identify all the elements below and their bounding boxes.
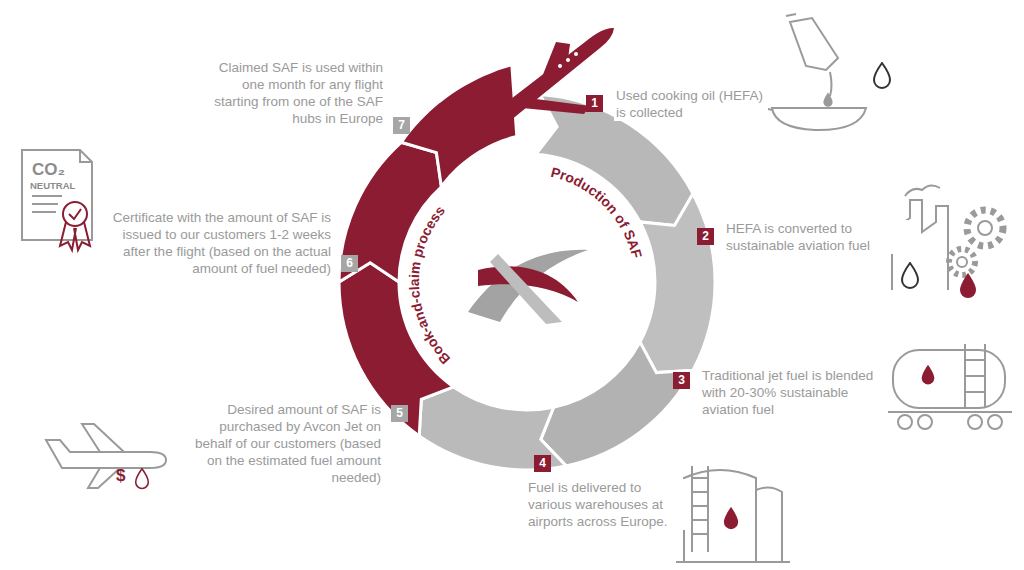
tank-car-icon [918,415,932,429]
plane-windows [574,52,578,56]
ring-segment [339,142,441,282]
currency-sign: $ [116,466,125,486]
certificate-icon [32,211,56,213]
certificate-text: NEUTRAL [30,180,75,191]
refinery-icon [960,273,976,298]
center-logo [490,254,562,324]
step-text: Desired amount of SAF is purchased by Av… [191,401,383,486]
certificate-icon [69,209,81,219]
certificate-icon [32,195,62,197]
tank-car-icon [893,350,1005,408]
section-label: Book-and-claim process [406,202,453,367]
refinery-icon [967,210,1003,246]
callout-number: 3 [673,372,690,389]
refinery-icon [949,249,975,275]
certificate-text: CO₂ [32,160,65,180]
jet-plane [452,97,488,128]
refinery-icon [905,185,940,196]
plane-windows [566,58,570,62]
certificate-icon [32,203,58,205]
section-label: Production of SAF [549,164,645,260]
step-box: 6Certificate with the amount of SAF is i… [341,255,358,272]
ring-segment [640,194,715,373]
storage-tank-icon [724,507,738,529]
callout-number: 5 [391,405,408,422]
step-text: Claimed SAF is used within one month for… [195,59,385,127]
certificate-icon [22,150,92,250]
tank-car-icon [888,344,1012,429]
oil-pan-icon [790,18,838,70]
purchase-plane-icon [46,424,166,488]
storage-tank-icon [676,466,790,562]
purchase-plane-icon [82,424,124,452]
callout-number: 4 [534,455,551,472]
callout-number: 6 [341,255,358,272]
refinery-icon [978,221,992,235]
oil-pan-icon [772,108,866,130]
tank-car-icon [965,344,985,408]
jet-plane [440,28,614,146]
tank-car-icon [988,415,1002,429]
purchase-plane-icon [136,469,149,489]
step-box: 1Used cooking oil (HEFA) is collected [586,95,603,112]
callout-number: 1 [586,95,603,112]
jet-plane [540,42,570,82]
step-text: HEFA is converted to sustainable aviatio… [724,220,908,254]
certificate-icon [22,150,92,240]
purchase-plane-icon [46,440,166,468]
tank-car-icon [968,415,982,429]
step-box: 7Claimed SAF is used within one month fo… [393,117,410,134]
tank-car-icon [898,415,912,429]
step-text: Fuel is delivered to various warehouses … [526,479,690,530]
tank-car-icon [922,365,935,385]
refinery-icon [902,263,918,288]
plane-windows [558,52,578,68]
step-text: Used cooking oil (HEFA) is collected [614,87,768,121]
storage-tank-icon [684,470,756,562]
certificate-icon [63,202,87,226]
step-box: 5Desired amount of SAF is purchased by A… [391,405,408,422]
plane-windows [558,64,562,68]
step-box: 2HEFA is converted to sustainable aviati… [697,228,714,245]
step-box: 4Fuel is delivered to various warehouses… [534,455,551,472]
refinery-icon [892,185,1003,298]
step-text: Traditional jet fuel is blended with 20-… [700,367,886,418]
process-ring [339,65,715,471]
jet-plane [522,98,590,114]
tank-car-icon [888,411,1012,413]
oil-pan-icon [874,63,890,88]
oil-pan-icon [823,93,832,107]
oil-pan-icon [786,14,796,16]
oil-pan-icon [830,72,832,96]
callout-number: 2 [697,228,714,245]
refinery-icon [957,257,967,267]
ring-segment [541,342,693,466]
section-label: Book-and-claim process [406,202,453,367]
callout-number: 7 [393,117,410,134]
storage-tank-icon [756,487,782,562]
purchase-plane-icon [88,468,120,488]
curved-labels: Production of SAF Book-and-claim process [406,164,645,368]
jet-plane [440,133,478,146]
step-box: 3Traditional jet fuel is blended with 20… [673,372,690,389]
certificate-icon [80,150,92,162]
jet-plane [468,28,614,142]
section-label: Production of SAF [549,164,645,260]
storage-tank-icon [676,561,790,563]
center-logo [468,250,588,324]
step-text: Certificate with the amount of SAF is is… [103,209,333,277]
storage-tank-icon [692,466,708,552]
